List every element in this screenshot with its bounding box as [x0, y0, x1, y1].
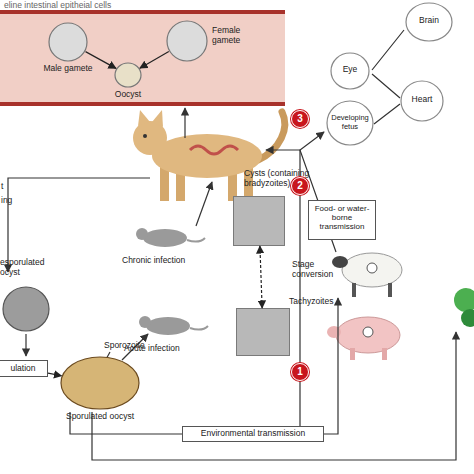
node-outline-shape	[327, 101, 373, 145]
node-label: esporulated ocyst	[0, 258, 62, 278]
mouse-chronic	[136, 228, 205, 247]
node-label: Eye	[330, 65, 370, 75]
node-label: Sporulated oocyst	[50, 412, 150, 422]
node-outline	[60, 356, 140, 410]
cropped-text: t	[1, 182, 21, 192]
oocyst-circle: Oocyst	[114, 62, 142, 88]
node-label: Female gamete	[212, 26, 256, 46]
edge-label: Stage conversion	[292, 260, 340, 280]
process-box: ulation	[0, 360, 48, 377]
node-label: ulation	[0, 364, 47, 374]
organ-circle: Developing fetus	[326, 100, 374, 146]
node-outline	[166, 20, 208, 62]
node-outline-shape	[61, 357, 139, 409]
node-outline-shape	[406, 3, 452, 41]
callout-number: 3	[291, 110, 309, 128]
node-label: Food- or water-borne transmission	[311, 204, 373, 232]
organ-circle: Heart	[400, 80, 444, 122]
connector	[260, 246, 262, 308]
node-label: Oocyst	[98, 90, 158, 100]
node-label: Environmental transmission	[183, 429, 323, 439]
gamete-circle: Male gamete	[48, 22, 88, 62]
node-outline	[48, 22, 88, 62]
node-outline-shape	[49, 23, 87, 61]
caption-text: Sporozoite	[104, 341, 164, 351]
vegetables	[454, 288, 474, 327]
node-outline-shape	[3, 287, 49, 331]
node-label: Male gamete	[33, 64, 103, 74]
callout-number: 2	[291, 177, 309, 195]
oocyst-ellipse: Sporulated oocyst	[60, 356, 140, 410]
node-outline-shape	[167, 21, 207, 61]
intestine-band: eline intestinal epitheial cellsMale gam…	[0, 10, 285, 106]
gamete-circle: Female gamete	[166, 20, 208, 62]
cropped-text: ing	[1, 196, 31, 206]
node-label: Brain	[405, 16, 453, 26]
tachyzoite-image: Tachyzoites	[236, 308, 290, 356]
callout-number: 1	[291, 363, 309, 381]
node-outline	[2, 286, 50, 332]
node-label: Tachyzoites	[289, 297, 359, 307]
mouse-acute	[139, 316, 208, 335]
oocyst-image: esporulated ocyst	[2, 286, 50, 332]
node-label: eline intestinal epitheial cells	[4, 1, 284, 11]
transmission-box: Food- or water-borne transmission	[308, 200, 376, 240]
node-outline-shape	[401, 81, 443, 121]
node-outline-shape	[115, 63, 141, 87]
caption-text: Chronic infection	[122, 256, 222, 266]
sheep	[332, 253, 402, 297]
transmission-box: Environmental transmission	[182, 426, 324, 442]
node-label: Developing fetus	[326, 114, 374, 131]
node-outline-shape	[331, 53, 369, 89]
cyst-image: Cysts (containing bradyzoites)	[233, 196, 285, 246]
connector	[48, 373, 61, 376]
organ-circle: Eye	[330, 52, 370, 90]
node-outline	[114, 62, 142, 88]
organ-circle: Brain	[405, 2, 453, 42]
node-label: Heart	[400, 95, 444, 105]
